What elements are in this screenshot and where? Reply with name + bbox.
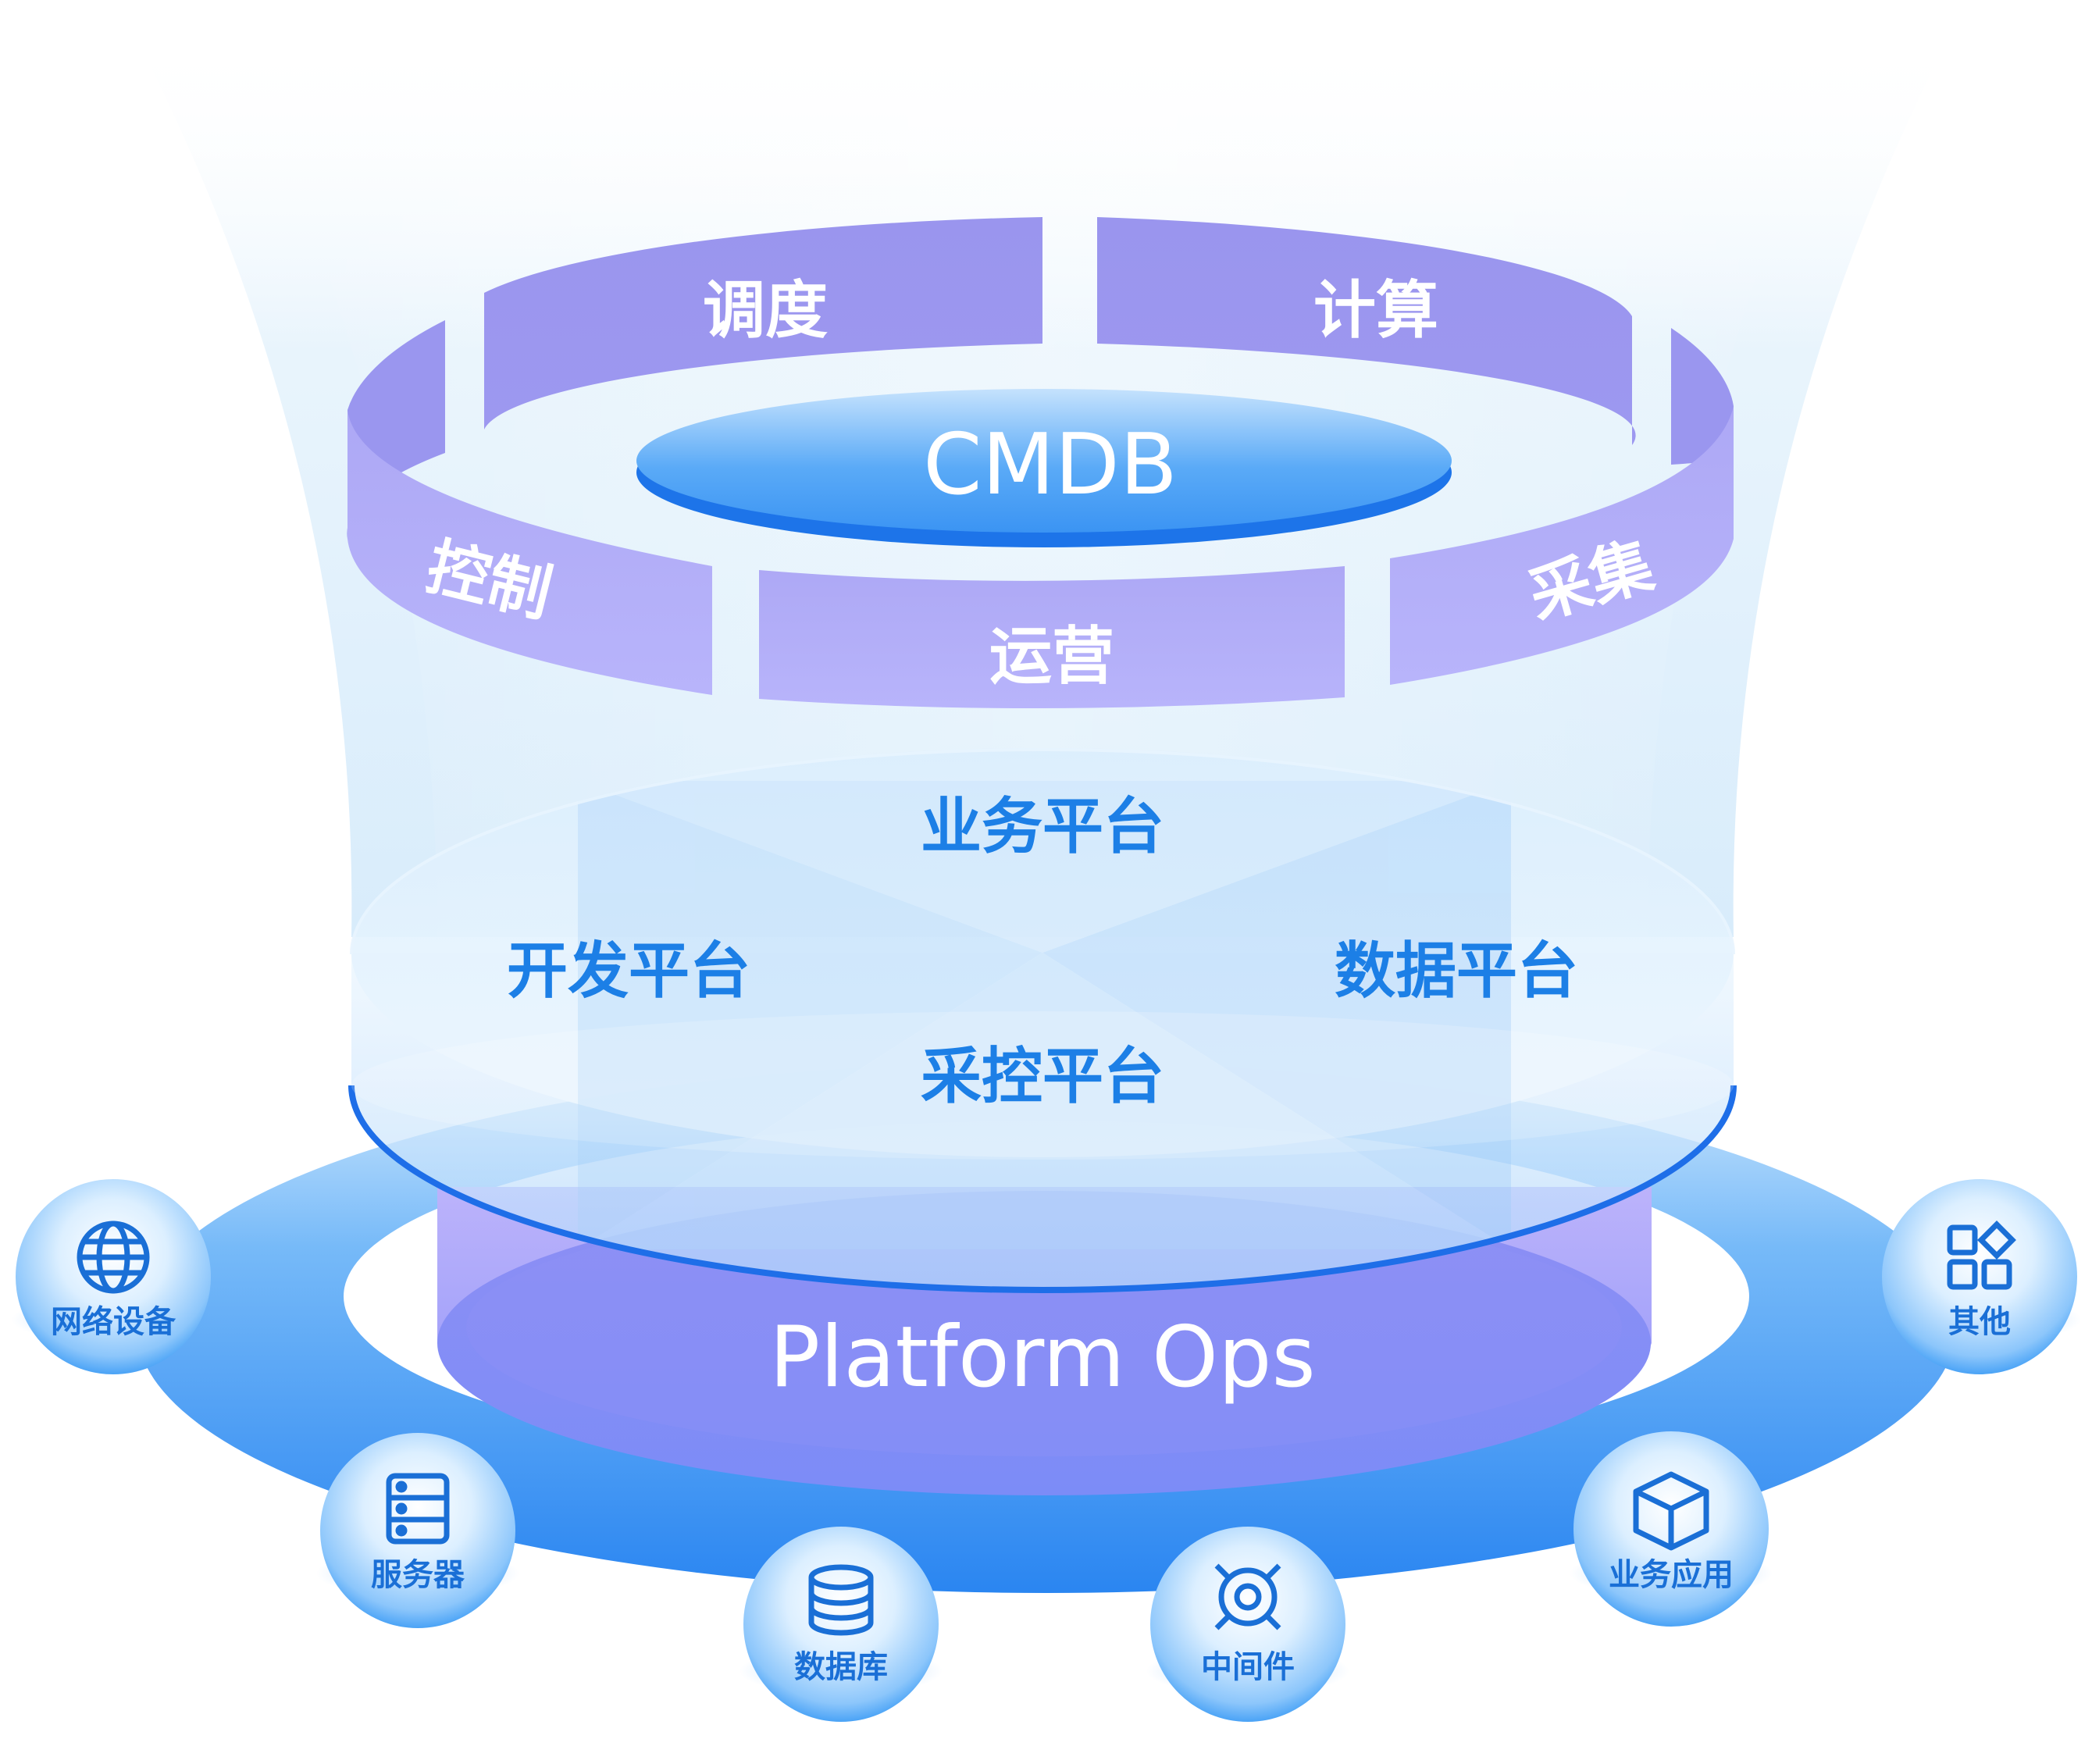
resource-node-business-app: 业务应用 [1570, 1431, 1773, 1627]
resource-label-network: 网络设备 [51, 1304, 176, 1340]
resource-label-middleware: 中间件 [1201, 1649, 1295, 1685]
ring-label-schedule: 调度 [703, 274, 828, 347]
globe-icon [77, 1221, 150, 1294]
ring-label-compute: 计算 [1313, 274, 1438, 347]
cmdb-disc [636, 389, 1452, 547]
database-icon [808, 1564, 874, 1636]
ring-segment-operation [759, 566, 1345, 709]
ring-label-operation: 运营 [989, 620, 1114, 693]
ring-segment-collect [1390, 406, 1734, 685]
ring-segment-control [347, 410, 712, 695]
resource-label-database: 数据库 [794, 1649, 888, 1685]
resource-node-database: 数据库 [740, 1527, 943, 1722]
platform-layer [348, 748, 1737, 1293]
platform-label-collection-control: 采控平台 [921, 1042, 1164, 1112]
apps-icon [1947, 1221, 2016, 1290]
platform-label-development: 开发平台 [507, 936, 750, 1007]
server-icon [386, 1473, 450, 1545]
cube-icon [1633, 1471, 1709, 1551]
platform-ops-title: Platform Ops [769, 1309, 1316, 1406]
resource-label-server: 服务器 [371, 1557, 465, 1593]
middleware-icon [1214, 1563, 1281, 1630]
ring-segment-schedule [484, 217, 1042, 429]
resource-node-network: 网络设备 [12, 1179, 215, 1374]
platform-label-data: 数据平台 [1335, 936, 1578, 1007]
cmdb-ring-front [347, 406, 1734, 709]
platform-label-business: 业务平台 [921, 792, 1164, 862]
ring-segment-compute [1097, 217, 1636, 445]
resource-node-middleware: 中间件 [1146, 1527, 1349, 1722]
resource-label-business-app: 业务应用 [1609, 1557, 1734, 1593]
cmdb-title: CMDB [923, 416, 1178, 514]
resource-label-other: 其他 [1948, 1304, 2011, 1340]
ring-segment-back-right [1671, 328, 1734, 465]
resource-node-server: 服务器 [316, 1433, 519, 1628]
resource-node-other: 其他 [1878, 1179, 2081, 1374]
